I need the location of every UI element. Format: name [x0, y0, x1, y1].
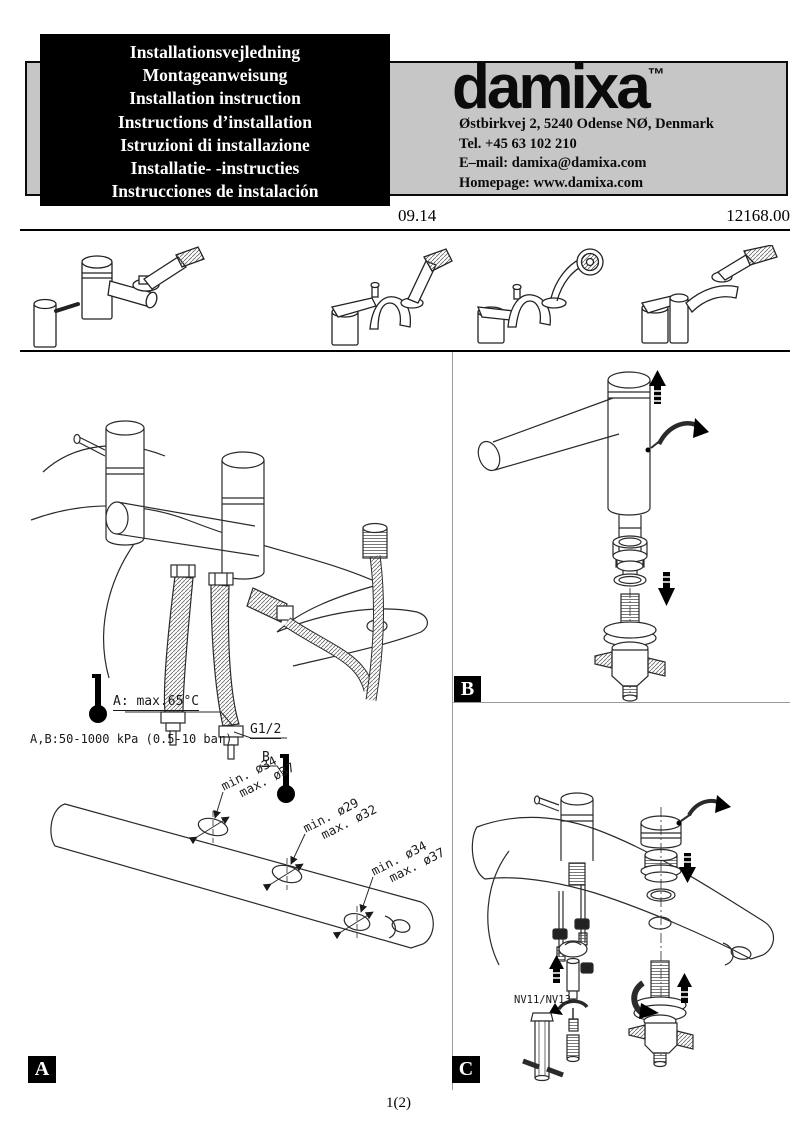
- shower-hose-drawing: [246, 522, 388, 701]
- thread-size-label: G1/2: [250, 722, 282, 739]
- title-spanish: Instrucciones de instalación: [111, 181, 319, 202]
- variant-2-handshower: [132, 246, 205, 292]
- dimension-arrows: [188, 791, 374, 940]
- pressure-range-label: A,B:50-1000 kPa (0.5-10 bar): [30, 732, 233, 746]
- socket-wrench-tool-drawing: [522, 1012, 564, 1082]
- thermometer-b-icon: [277, 754, 295, 803]
- thermometer-a-icon: [89, 674, 107, 723]
- title-french: Instructions d’installation: [118, 111, 312, 132]
- vertical-panel-divider: [452, 352, 453, 1090]
- address-homepage: Homepage: www.damixa.com: [459, 174, 644, 191]
- company-address: Østbirkvej 2, 5240 Odense NØ, Denmark Te…: [459, 115, 714, 193]
- trademark-symbol: ™: [647, 65, 665, 84]
- language-title-box: Installationsvejledning Montageanweisung…: [40, 34, 390, 206]
- panel-c-label: C: [452, 1056, 480, 1083]
- address-phone: Tel. +45 63 102 210: [459, 135, 577, 152]
- panel-a-installation-drawing: [30, 420, 434, 949]
- address-street: Østbirkvej 2, 5240 Odense NØ, Denmark: [459, 116, 714, 132]
- address-email: E–mail: damixa@damixa.com: [459, 155, 647, 171]
- variant-1-basin-mixer: [33, 255, 158, 348]
- page-number: 1(2): [386, 1095, 411, 1111]
- turn-unscrew-icon: [645, 418, 709, 453]
- panel-b-label: B: [454, 676, 481, 702]
- turn-tighten-icon: [676, 795, 731, 826]
- variant-3-bath-combi: [330, 248, 453, 346]
- title-english: Installation instruction: [129, 88, 301, 109]
- handle-unit-on-deck: [533, 792, 594, 886]
- o-ring-part-drawing: [613, 573, 647, 587]
- title-dutch: Installatie- -instructies: [130, 158, 300, 179]
- brand-name: damixa: [452, 53, 651, 122]
- o-ring-drawing-c: [646, 888, 676, 902]
- header-divider-line: [20, 229, 790, 231]
- arrow-up-right-icon: [677, 973, 692, 1003]
- cold-supply-letter: B: [262, 750, 270, 767]
- arrow-up-left-icon: [549, 955, 564, 983]
- turn-screw-in-icon: [631, 980, 659, 1019]
- adapter-part-drawing: [612, 535, 648, 572]
- panel-b-spout-drawing: [477, 370, 709, 702]
- panel-c-mounting-drawing: [471, 792, 775, 1082]
- wrench-size-label: NV11/NV13: [514, 994, 571, 1006]
- supply-hoses-drawing: [160, 564, 244, 760]
- horizontal-panel-divider: [452, 702, 790, 703]
- arrow-down-icon-c: [679, 853, 696, 883]
- variant-5-bath-combi: [640, 245, 778, 344]
- deck-outline: [471, 816, 775, 966]
- arrow-up-icon: [649, 370, 666, 404]
- product-row-divider-line: [20, 350, 790, 352]
- title-italian: Istruzioni di installazione: [120, 134, 310, 155]
- title-danish: Installationsvejledning: [129, 42, 301, 62]
- shank-assembly-drawing: [628, 960, 694, 1068]
- stem-part-drawing: [549, 957, 589, 1063]
- title-german: Montageanweisung: [142, 65, 288, 86]
- revision-date: 09.14: [398, 206, 437, 225]
- arrow-down-icon: [658, 572, 675, 606]
- mounting-hardware-drawing: [552, 885, 594, 974]
- panel-a-label: A: [28, 1056, 56, 1083]
- variant-4-bath-combi: [476, 248, 604, 344]
- brand-logo: damixa™: [452, 44, 665, 119]
- spout-unit-drawing: [105, 451, 265, 580]
- threaded-shank-drawing: [594, 593, 666, 702]
- bath-deck-outline: [30, 445, 428, 679]
- product-variants-drawing: [33, 245, 778, 348]
- document-number: 12168.00: [726, 206, 790, 225]
- max-temperature-label: A: max.65°C: [113, 694, 200, 711]
